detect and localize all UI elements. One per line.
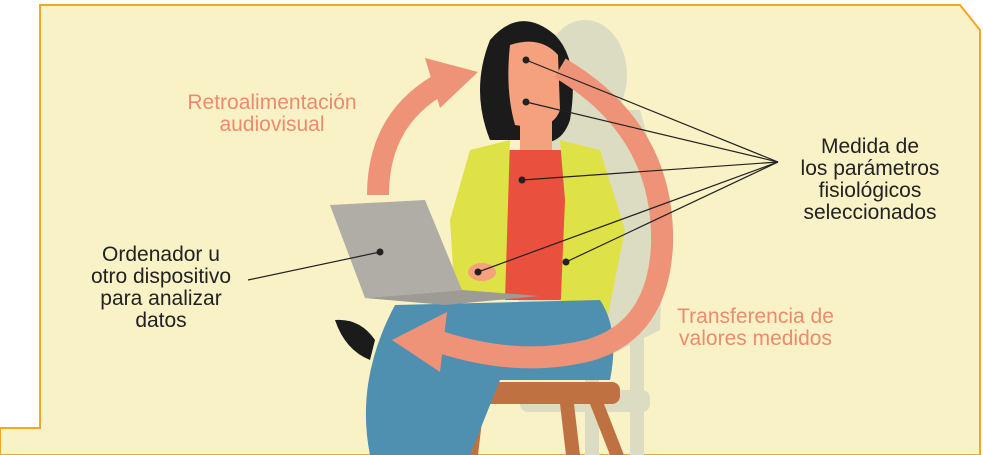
face [508, 41, 560, 128]
feedback-arrow [367, 70, 454, 196]
measure-leader-lines [477, 59, 779, 273]
device-leader-line [247, 251, 381, 281]
measure-line-3: fisiológicos [818, 179, 922, 202]
feedback-line-1: Retroalimentación [187, 91, 357, 114]
sensor-dots [376, 56, 570, 276]
feedback-label: Retroalimentación audiovisual [172, 92, 372, 136]
transfer-arrow [436, 58, 674, 369]
measure-line-1: Medida de [820, 135, 920, 158]
measure-line-2: los parámetros [800, 157, 940, 180]
transfer-line-2: valores medidos [679, 327, 832, 350]
device-line-3: para analizar [100, 287, 222, 310]
device-line-4: datos [135, 309, 187, 332]
shirt [490, 150, 580, 300]
jacket [450, 140, 625, 330]
measure-line-4: seleccionados [803, 201, 937, 224]
feedback-arrowhead [425, 58, 478, 108]
shoe [335, 319, 375, 360]
hand [468, 263, 496, 281]
device-label: Ordenador u otro dispositivo para analiz… [70, 244, 252, 332]
transfer-label: Transferencia de valores medidos [658, 306, 853, 350]
feedback-line-2: audiovisual [219, 113, 325, 136]
transfer-line-1: Transferencia de [677, 305, 834, 328]
measure-label: Medida de los parámetros fisiológicos se… [765, 136, 975, 224]
transfer-arrowhead [392, 312, 447, 372]
laptop [330, 200, 540, 305]
device-line-1: Ordenador u [102, 243, 220, 266]
device-line-2: otro dispositivo [90, 265, 232, 288]
